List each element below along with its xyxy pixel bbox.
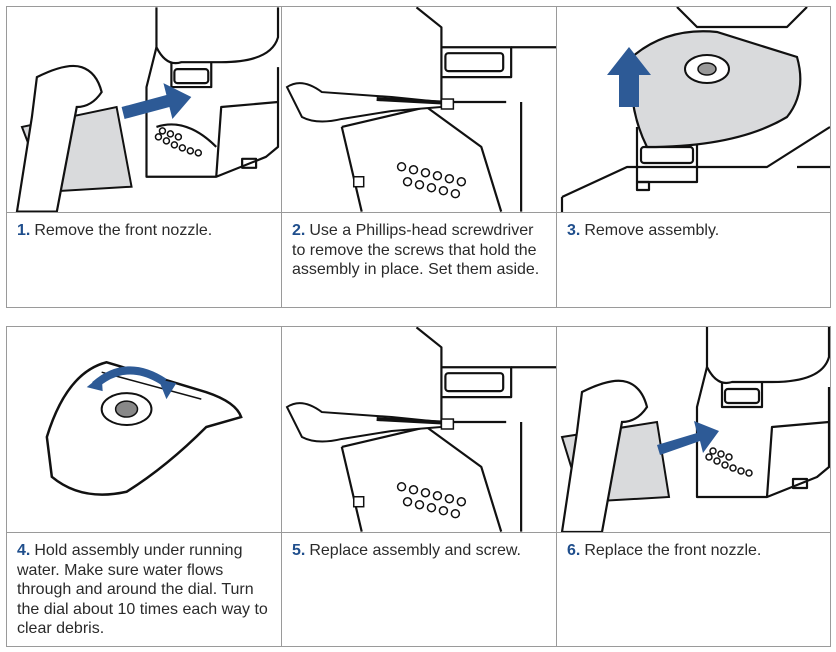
step-number: 4. <box>17 542 31 559</box>
step-5-panel: 5.Replace assembly and screw. <box>282 327 557 646</box>
step-text: Remove assembly. <box>584 222 720 239</box>
remove-nozzle-illustration <box>15 7 280 212</box>
step-2-panel: 2.Use a Phillips-head screwdriver to rem… <box>282 7 557 307</box>
replace-screw-illustration <box>285 327 556 532</box>
step-number: 5. <box>292 542 306 559</box>
step-6-panel: 6.Replace the front nozzle. <box>557 327 830 646</box>
step-5-caption: 5.Replace assembly and screw. <box>282 533 556 561</box>
step-number: 2. <box>292 222 306 239</box>
step-6-caption: 6.Replace the front nozzle. <box>557 533 830 561</box>
step-text: Remove the front nozzle. <box>34 222 213 239</box>
screwdriver-illustration <box>285 7 556 212</box>
remove-assembly-illustration <box>560 7 830 212</box>
step-4-panel: 4.Hold assembly under running water. Mak… <box>7 327 282 646</box>
step-4-illustration <box>7 327 281 533</box>
step-1-panel: 1.Remove the front nozzle. <box>7 7 282 307</box>
step-text: Hold assembly under running water. Make … <box>17 542 268 637</box>
step-2-illustration <box>282 7 556 213</box>
steps-row-2: 4.Hold assembly under running water. Mak… <box>6 326 831 647</box>
step-number: 1. <box>17 222 31 239</box>
step-1-illustration <box>7 7 281 213</box>
step-1-caption: 1.Remove the front nozzle. <box>7 213 281 241</box>
step-3-illustration <box>557 7 830 213</box>
step-4-caption: 4.Hold assembly under running water. Mak… <box>7 533 281 639</box>
steps-row-1: 1.Remove the front nozzle. <box>6 6 831 308</box>
step-5-illustration <box>282 327 556 533</box>
replace-nozzle-illustration <box>560 327 830 532</box>
step-number: 3. <box>567 222 581 239</box>
step-text: Use a Phillips-head screwdriver to remov… <box>292 222 540 278</box>
step-6-illustration <box>557 327 830 533</box>
step-3-caption: 3.Remove assembly. <box>557 213 830 241</box>
step-text: Replace assembly and screw. <box>309 542 521 559</box>
step-2-caption: 2.Use a Phillips-head screwdriver to rem… <box>282 213 556 280</box>
step-text: Replace the front nozzle. <box>584 542 762 559</box>
step-3-panel: 3.Remove assembly. <box>557 7 830 307</box>
step-number: 6. <box>567 542 581 559</box>
rinse-assembly-illustration <box>45 360 243 496</box>
